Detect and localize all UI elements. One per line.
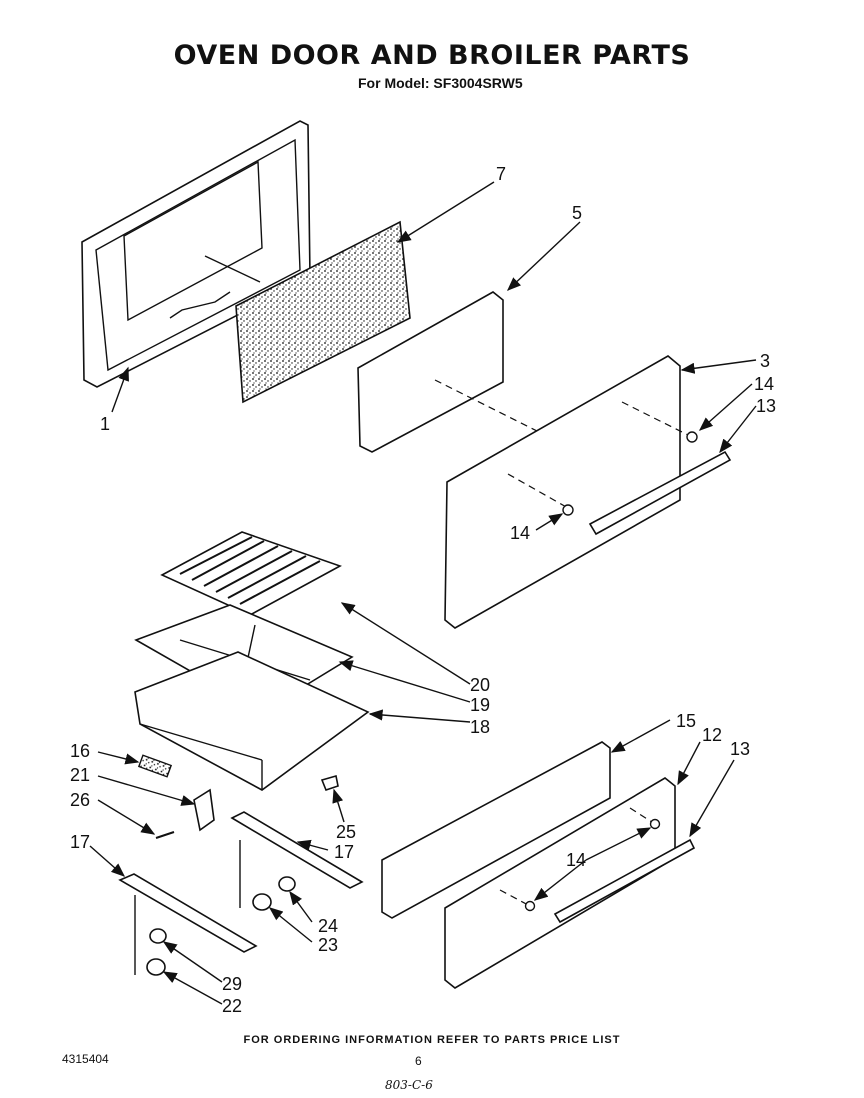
slide-rail-left [118, 873, 258, 953]
callout-7: 7 [496, 164, 506, 184]
page-number: 6 [415, 1054, 422, 1068]
drawer-latch [193, 788, 215, 832]
callout-25: 25 [336, 822, 356, 842]
latch-screw [155, 831, 175, 839]
callout-17-right: 17 [334, 842, 354, 862]
drawer-spring [137, 754, 173, 778]
callout-13-upper: 13 [756, 396, 776, 416]
callout-18: 18 [470, 717, 490, 737]
outer-door-panel [444, 355, 698, 629]
callout-14-mid: 14 [510, 523, 530, 543]
broiler-grid [160, 531, 342, 616]
callout-3: 3 [760, 351, 770, 371]
callout-21: 21 [70, 765, 90, 785]
callout-16: 16 [70, 741, 90, 761]
roller-parts [134, 840, 296, 976]
callout-22: 22 [222, 996, 242, 1016]
handwritten-note: 803-C-6 [385, 1078, 433, 1092]
document-number: 4315404 [62, 1052, 109, 1066]
callout-24: 24 [318, 916, 338, 936]
callout-14-lower: 14 [566, 850, 586, 870]
drawer-front-liner [381, 741, 611, 919]
ordering-note: FOR ORDERING INFORMATION REFER TO PARTS … [243, 1034, 621, 1046]
callout-17-left: 17 [70, 832, 90, 852]
door-handle-upper [588, 450, 732, 536]
leader-lines [89, 181, 757, 1005]
callout-29: 29 [222, 974, 242, 994]
broiler-drawer [134, 651, 370, 791]
callout-1: 1 [100, 414, 110, 434]
callout-13-lower: 13 [730, 739, 750, 759]
callout-5: 5 [572, 203, 582, 223]
page-title: OVEN DOOR AND BROILER PARTS [173, 40, 691, 71]
inner-door-panel [357, 291, 546, 453]
door-insulation [235, 220, 411, 404]
callout-20: 20 [470, 675, 490, 695]
callout-12: 12 [702, 725, 722, 745]
callout-19: 19 [470, 695, 490, 715]
model-subtitle: For Model: SF3004SRW5 [358, 75, 523, 91]
callout-14-upper: 14 [754, 374, 774, 394]
callout-26: 26 [70, 790, 90, 810]
callout-15: 15 [676, 711, 696, 731]
callout-23: 23 [318, 935, 338, 955]
slide-clip [320, 774, 339, 791]
door-handle-lower [553, 838, 696, 924]
